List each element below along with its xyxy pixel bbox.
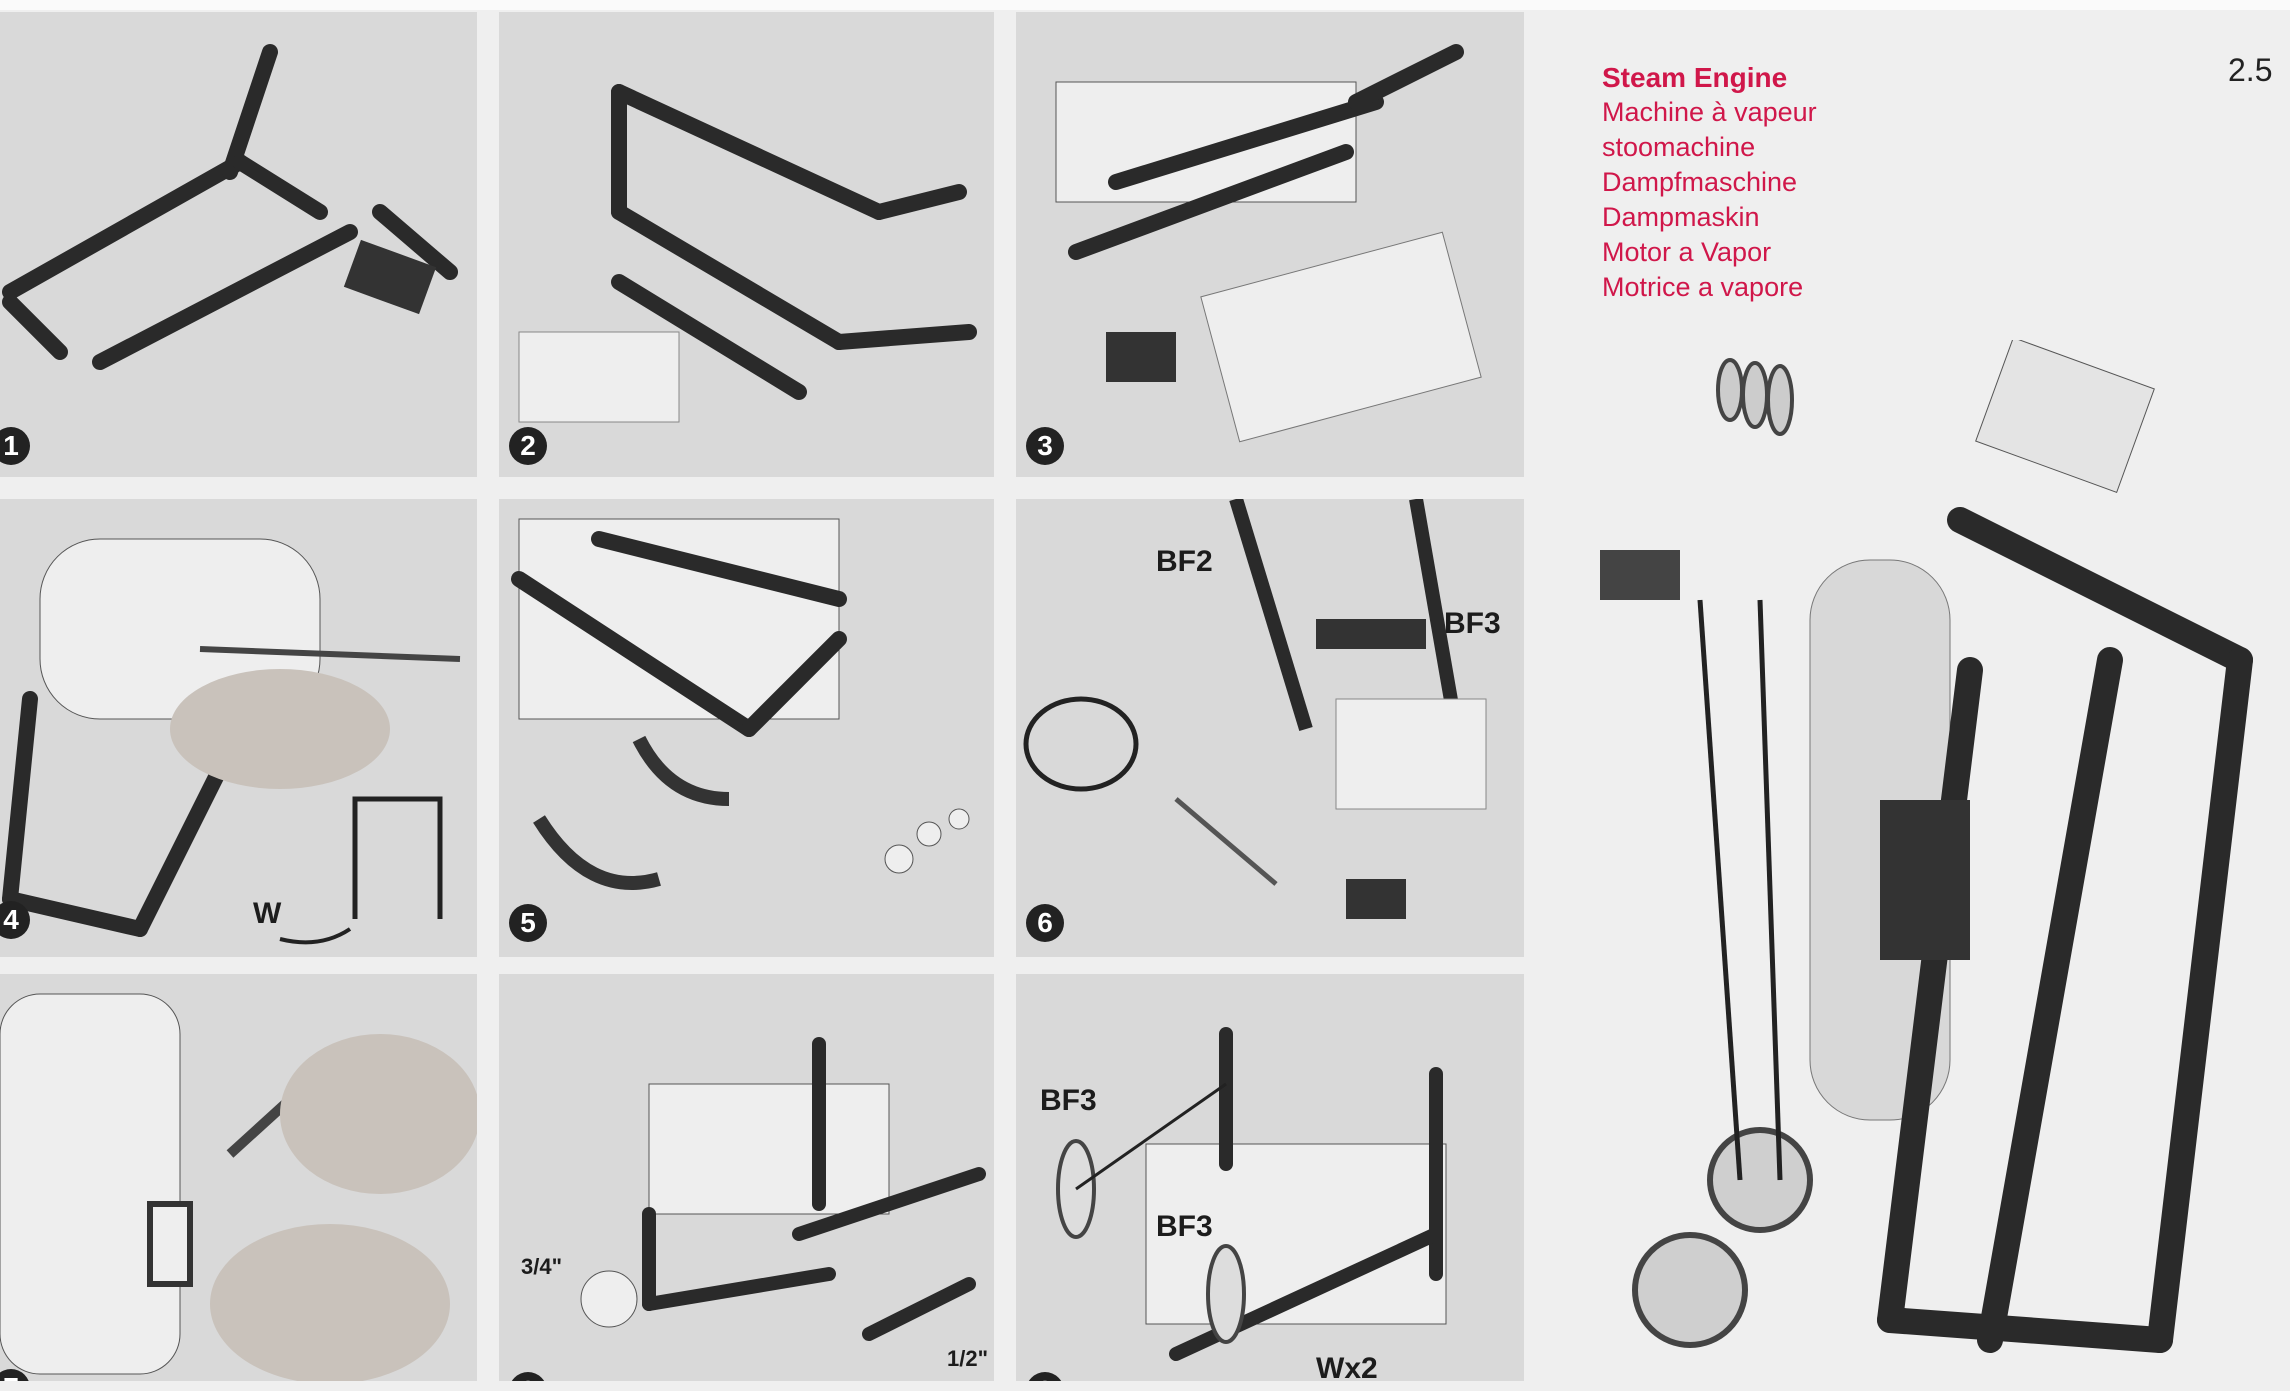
step-7-panel: 7 (0, 974, 477, 1381)
step-number: 7 (0, 1369, 30, 1381)
translation-fr: Machine à vapeur (1602, 97, 1817, 127)
step-9-panel: BF3 BF3 Wx2 9 (1016, 974, 1524, 1381)
label-bf3-middle: BF3 (1156, 1210, 1213, 1243)
step-number: 1 (0, 427, 30, 465)
step-1-illustration (2, 44, 458, 370)
label-three-quarter-inch: 3/4" (521, 1254, 563, 1279)
step-number: 6 (1026, 904, 1064, 942)
model-title: Steam Engine (1602, 62, 1788, 93)
step-1-panel: 1 (0, 12, 477, 477)
step-number: 5 (509, 904, 547, 942)
step-6-panel: BF2 BF3 6 (1016, 499, 1524, 957)
step-number: 9 (1026, 1372, 1064, 1381)
step-number: 2 (509, 427, 547, 465)
step-4-panel: W 4 (0, 499, 477, 957)
label-bf2: BF2 (1156, 545, 1213, 578)
finished-model-photo (1600, 340, 2253, 1353)
label-w: W (253, 897, 282, 930)
translation-de: Dampfmaschine (1602, 167, 1798, 197)
step-number: 3 (1026, 427, 1064, 465)
label-half-inch: 1/2" (947, 1346, 989, 1371)
step-6-illustration (1023, 499, 1487, 919)
step-8-illustration (580, 1037, 986, 1341)
page-number: 2.5 (2228, 52, 2273, 88)
step-8-panel: 3/4" 1/2" 8 (499, 974, 994, 1381)
label-bf3: BF3 (1444, 607, 1501, 640)
translation-sv: Dampmaskin (1602, 202, 1760, 232)
translation-it: Motrice a vapore (1602, 272, 1804, 302)
model-title-block: Steam Engine Machine à vapeur stoomachin… (1602, 60, 1817, 305)
step-5-illustration (511, 518, 970, 890)
step-5-panel: 5 (499, 499, 994, 957)
step-number: 4 (0, 901, 30, 939)
step-2-panel: 2 (499, 12, 994, 477)
step-2-illustration (518, 84, 977, 423)
step-9-illustration (1056, 1027, 1447, 1361)
step-7-illustration (0, 993, 477, 1381)
label-wx2: Wx2 (1316, 1352, 1378, 1381)
step-number: 8 (509, 1372, 547, 1381)
label-bf3-top: BF3 (1040, 1084, 1097, 1117)
page-edge (0, 0, 2290, 10)
translation-es: Motor a Vapor (1602, 237, 1772, 267)
step-3-panel: 3 (1016, 12, 1524, 477)
step-4-illustration (2, 538, 461, 945)
step-3-illustration (1055, 44, 1482, 443)
translation-nl: stoomachine (1602, 132, 1756, 162)
